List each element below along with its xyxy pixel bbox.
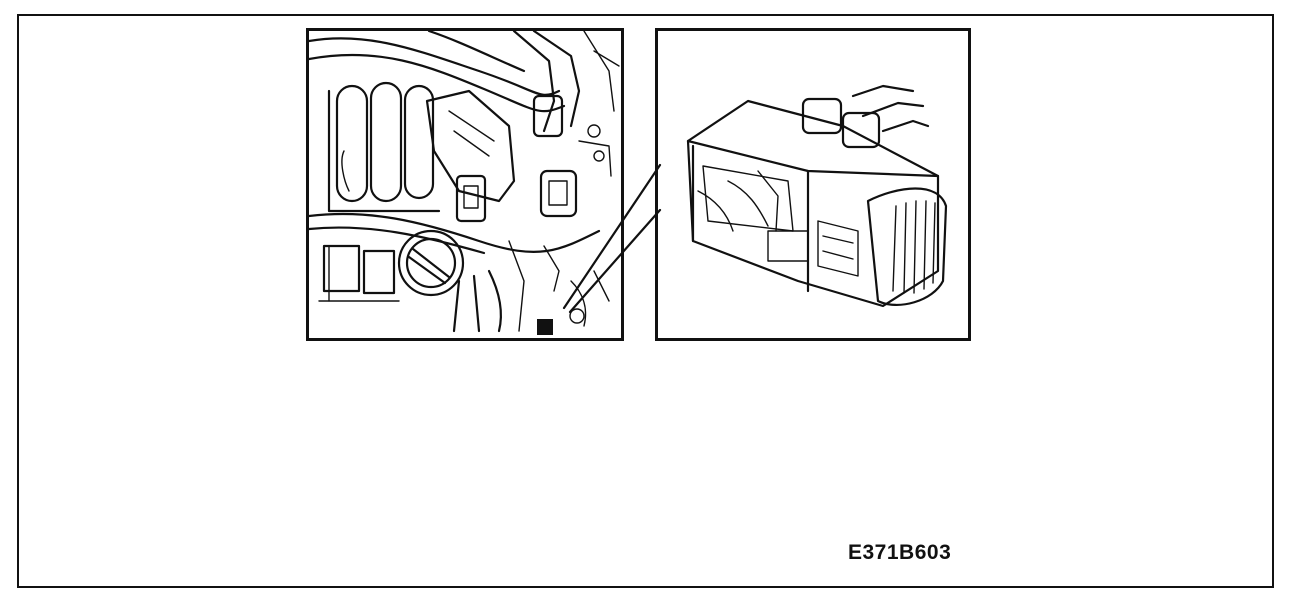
engine-bay-view-panel [306, 28, 624, 341]
connector-location-square-marker-icon [537, 319, 553, 335]
figure-frame [17, 14, 1274, 588]
figure-code-label: E371B603 [848, 541, 952, 564]
engine-bay-drawing [309, 31, 620, 335]
connector-drawing [686, 84, 948, 308]
connector-detail-panel [655, 28, 971, 341]
